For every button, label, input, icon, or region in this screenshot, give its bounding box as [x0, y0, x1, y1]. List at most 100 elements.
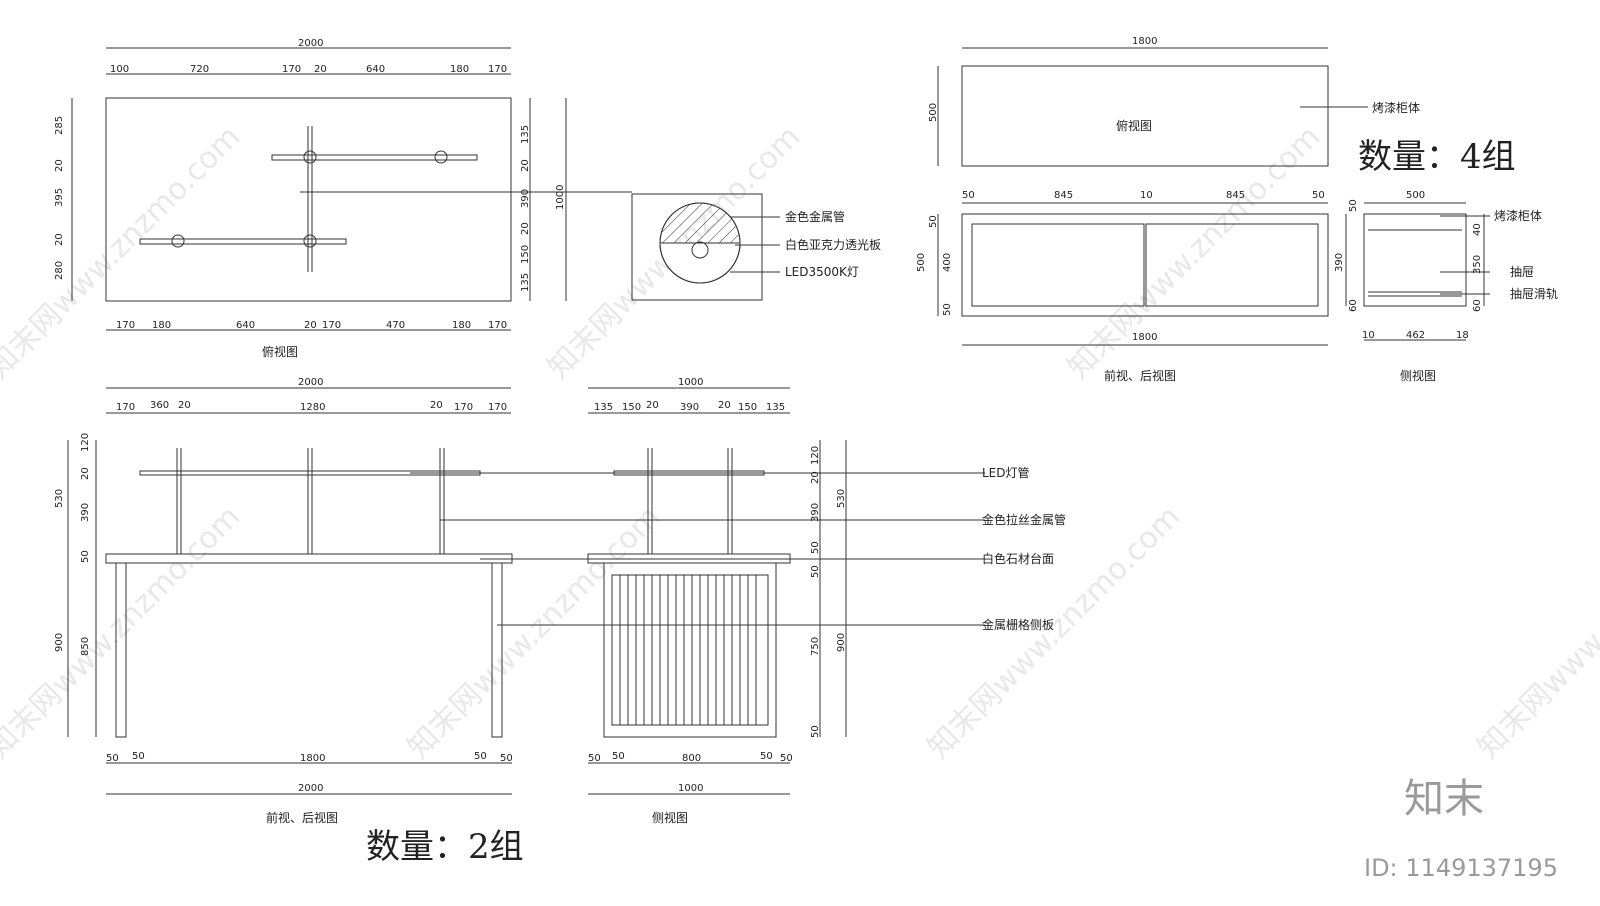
dim-label: 50 — [780, 753, 793, 764]
dim-label: 20 — [810, 471, 821, 484]
dim-label: 20 — [80, 467, 91, 480]
watermark-text: 知末网www.znzmo.com — [1471, 499, 1600, 765]
callout-brushed-gold: 金色拉丝金属管 — [982, 512, 1066, 527]
dim-label: 462 — [1406, 330, 1425, 341]
dim-label: 50 — [500, 753, 513, 764]
callout-paint-body: 烤漆柜体 — [1372, 100, 1420, 115]
dim-label: 845 — [1226, 190, 1245, 201]
dim-label: 180 — [450, 64, 469, 75]
dim-label: 50 — [106, 753, 119, 764]
view-title: 侧视图 — [1400, 368, 1436, 383]
dim-label: 100 — [110, 64, 129, 75]
dim-label: 120 — [80, 433, 91, 452]
dim-label: 1000 — [555, 185, 566, 210]
dim-label: 390 — [1334, 253, 1345, 272]
dim-label: 135 — [520, 273, 531, 292]
dim-label: 530 — [54, 489, 65, 508]
watermark-text: 知末网www.znzmo.com — [1061, 119, 1327, 385]
dim-label: 390 — [810, 503, 821, 522]
dim-label: 50 — [928, 215, 939, 228]
callout-metal-grille: 金属栅格侧板 — [982, 617, 1054, 632]
callout-drawer-slide: 抽屉滑轨 — [1510, 287, 1558, 301]
dim-label: 150 — [622, 402, 641, 413]
dim-label: 850 — [80, 637, 91, 656]
dim-label: 280 — [54, 261, 65, 280]
dim-label: 20 — [178, 400, 191, 411]
dim-label: 1800 — [300, 753, 325, 764]
dim-label: 50 — [810, 541, 821, 554]
dim-label: 50 — [962, 190, 975, 201]
dim-label: 170 — [488, 320, 507, 331]
view-title: 侧视图 — [652, 810, 688, 825]
dim-label: 40 — [1472, 223, 1483, 236]
view-title: 俯视图 — [1116, 118, 1152, 133]
dim-label: 50 — [80, 550, 91, 563]
dim-label: 170 — [322, 320, 341, 331]
dim-label: 390 — [80, 503, 91, 522]
dim-label: 50 — [474, 751, 487, 762]
side-view — [587, 440, 847, 795]
dim-label: 20 — [304, 320, 317, 331]
dim-label: 20 — [430, 400, 443, 411]
dim-label: 395 — [54, 188, 65, 207]
dim-label: 170 — [116, 402, 135, 413]
dim-label: 170 — [116, 320, 135, 331]
dim-label: 720 — [190, 64, 209, 75]
callout-drawer: 抽屉 — [1510, 265, 1534, 279]
dim-label: 50 — [1312, 190, 1325, 201]
dim-label: 800 — [682, 753, 701, 764]
cabinet-drawings — [937, 47, 1490, 346]
dim-label: 60 — [1348, 299, 1359, 312]
dim-label: 135 — [594, 402, 613, 413]
dim-label: 50 — [612, 751, 625, 762]
dim-label: 1000 — [678, 377, 703, 388]
dim-label: 50 — [132, 751, 145, 762]
callout-stone-top: 白色石材台面 — [982, 551, 1054, 566]
lamp-detail — [631, 193, 780, 301]
dim-label: 20 — [718, 400, 731, 411]
dim-label: 360 — [150, 400, 169, 411]
callout-paint-body: 烤漆柜体 — [1494, 208, 1542, 223]
view-title: 前视、后视图 — [266, 810, 338, 825]
dim-label: 20 — [520, 159, 531, 172]
dim-label: 500 — [928, 103, 939, 122]
dim-label: 500 — [1406, 190, 1425, 201]
dim-label: 390 — [680, 402, 699, 413]
dim-label: 50 — [942, 303, 953, 316]
dim-label: 2000 — [298, 783, 323, 794]
dim-label: 50 — [1348, 199, 1359, 212]
dim-label: 20 — [54, 159, 65, 172]
dim-label: 1000 — [678, 783, 703, 794]
dim-label: 20 — [314, 64, 327, 75]
dim-label: 1800 — [1132, 332, 1157, 343]
dim-label: 18 — [1456, 330, 1469, 341]
dim-label: 845 — [1054, 190, 1073, 201]
dim-label: 50 — [810, 565, 821, 578]
dim-label: 170 — [282, 64, 301, 75]
front-view — [67, 440, 985, 795]
dim-label: 900 — [54, 633, 65, 652]
dim-overall-width: 2000 — [298, 38, 323, 49]
side-top-dims — [588, 387, 790, 414]
dim-label: 120 — [810, 446, 821, 465]
dim-label: 470 — [386, 320, 405, 331]
dim-label: 170 — [454, 402, 473, 413]
callout-led-light: LED3500K灯 — [785, 265, 859, 279]
dim-label: 50 — [588, 753, 601, 764]
dim-label: 135 — [766, 402, 785, 413]
callout-acrylic-panel: 白色亚克力透光板 — [785, 237, 881, 252]
callout-led-tube: LED灯管 — [982, 465, 1030, 480]
dim-label: 10 — [1362, 330, 1375, 341]
dim-label: 500 — [916, 253, 927, 272]
quantity-label: 数量：4组 — [1358, 137, 1516, 177]
dim-label: 170 — [488, 64, 507, 75]
dim-label: 1800 — [1132, 36, 1157, 47]
dim-label: 530 — [836, 489, 847, 508]
image-id: ID: 1149137195 — [1364, 854, 1558, 882]
dim-label: 285 — [54, 116, 65, 135]
watermark-text: 知末网www.znzmo.com — [0, 499, 247, 765]
dim-label: 640 — [236, 320, 255, 331]
watermark-text: 知末网www.znzmo.com — [921, 499, 1187, 765]
brand-logo: 知末 — [1404, 776, 1484, 822]
